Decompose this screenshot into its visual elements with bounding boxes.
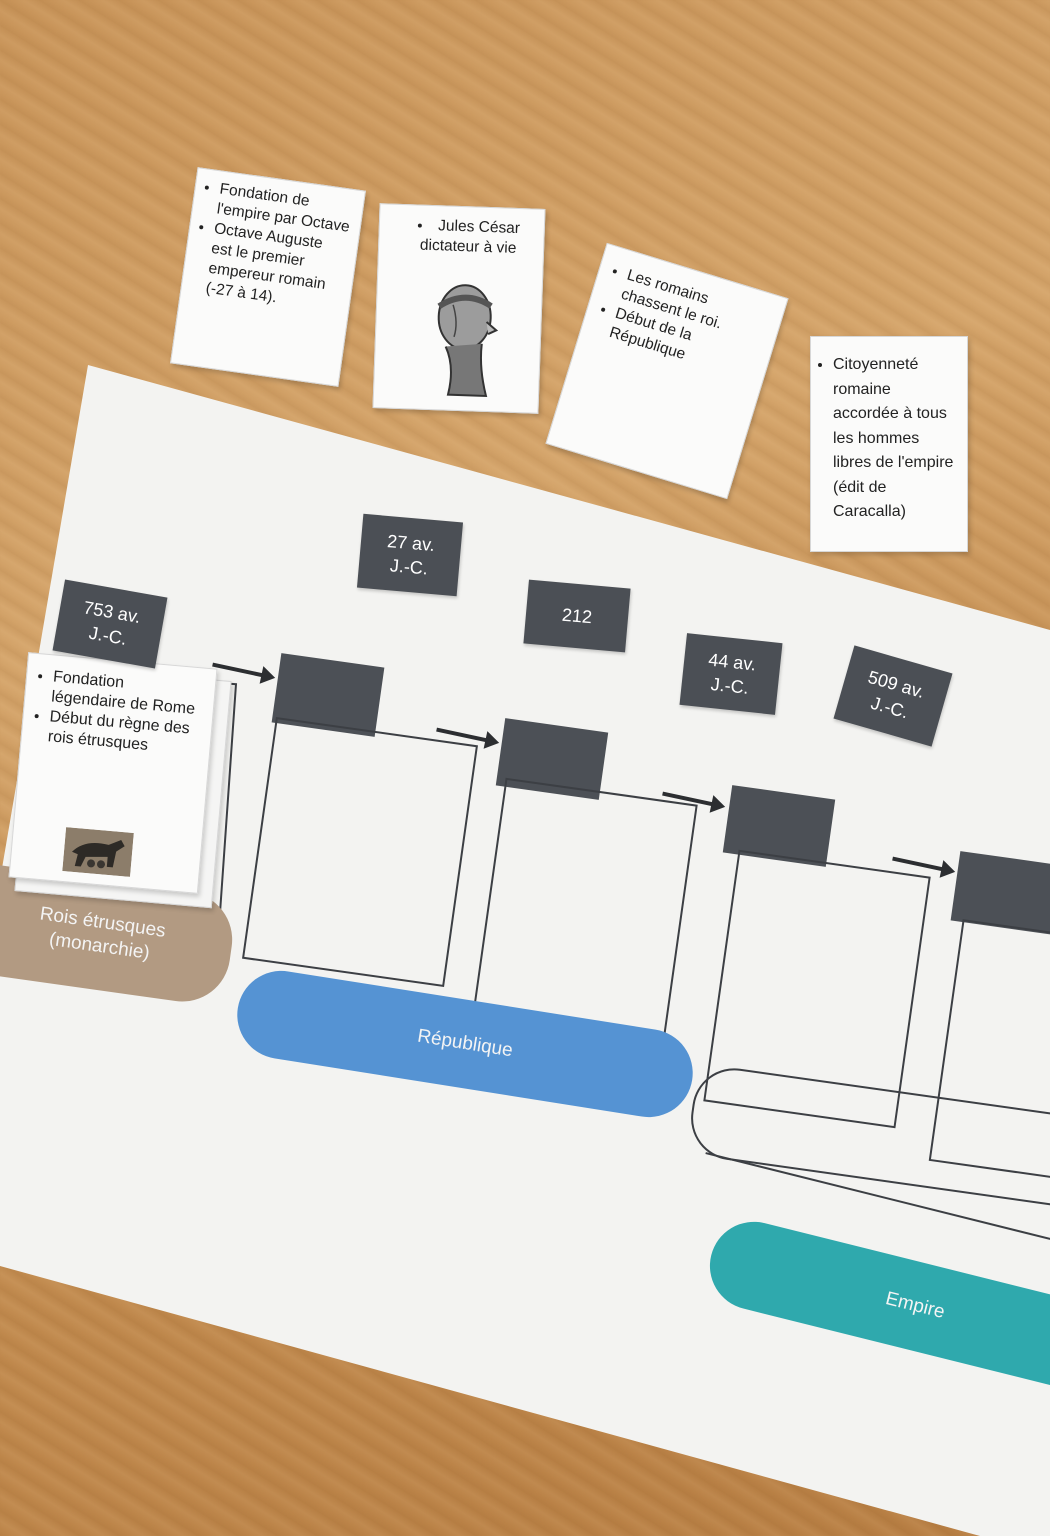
date-tile-212[interactable]: 212	[523, 579, 631, 653]
card-empire-foundation[interactable]: Fondation de l'empire par Octave Octave …	[170, 167, 366, 387]
arrow-1	[212, 662, 264, 678]
card-caesar-item-1: Jules César dictateur à vie	[403, 215, 534, 260]
card-citizenship[interactable]: Citoyenneté romaine accordée à tous les …	[810, 336, 968, 552]
arrow-4	[892, 856, 944, 872]
caesar-portrait-icon	[437, 284, 499, 398]
date-tile-27[interactable]: 27 av. J.-C.	[356, 513, 464, 597]
she-wolf-statue-icon	[62, 827, 134, 877]
slot-frame-2	[242, 716, 478, 988]
card-caesar[interactable]: Jules César dictateur à vie	[372, 203, 546, 414]
card-citizenship-item-1: Citoyenneté romaine accordée à tous les …	[833, 353, 959, 525]
date-tile-44[interactable]: 44 av. J.-C.	[679, 633, 783, 715]
card-rome-foundation[interactable]: Fondation légendaire de Rome Début du rè…	[8, 652, 218, 894]
